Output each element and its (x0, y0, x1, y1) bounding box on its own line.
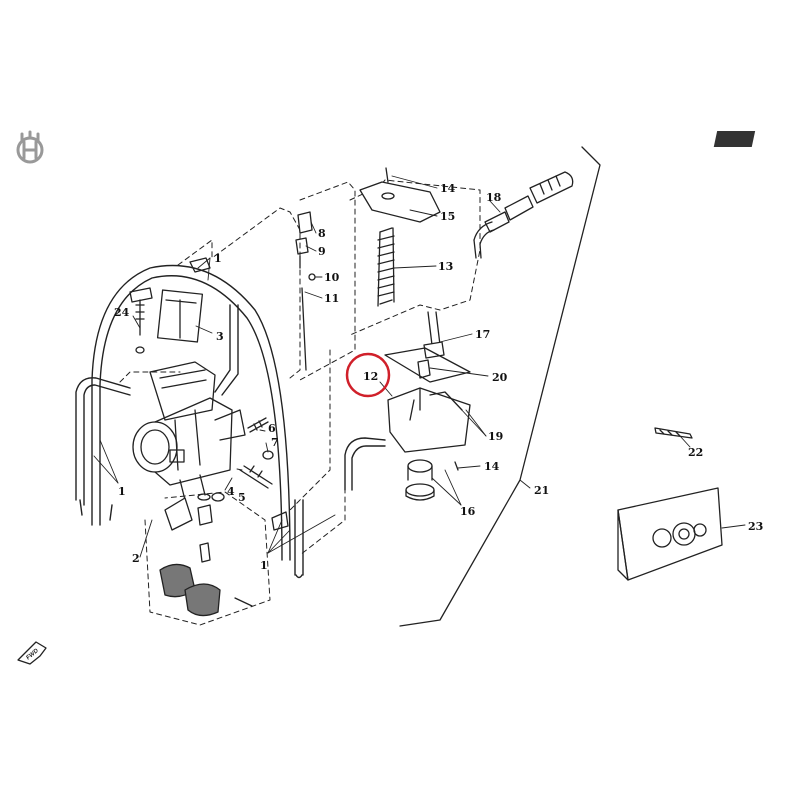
kit-boundary (399, 146, 601, 627)
callout-labels: 1 3 24 8 9 10 11 6 7 4 5 1 2 1 14 15 13 … (114, 182, 763, 572)
callout-20: 20 (492, 371, 508, 384)
softway-badge: SOFT WAY (713, 131, 780, 148)
badge-line2: WAY (762, 141, 779, 148)
callout-13: 13 (438, 260, 453, 273)
callout-12: 12 (363, 370, 378, 383)
callout-14b: 14 (484, 460, 500, 473)
callout-17: 17 (475, 328, 490, 341)
jet-parts (211, 417, 274, 502)
callout-10: 10 (324, 271, 340, 284)
callout-5: 5 (238, 491, 246, 504)
callout-11: 11 (324, 292, 339, 305)
tie-strap (654, 427, 693, 439)
callout-16: 16 (460, 505, 476, 518)
carburetor-body (132, 361, 246, 501)
callout-24: 24 (114, 306, 130, 319)
callout-6: 6 (268, 422, 276, 435)
callout-23: 23 (748, 520, 763, 533)
float-bowl (384, 311, 471, 453)
gasket-set (617, 487, 723, 581)
vent-hoses (75, 264, 386, 579)
callout-14a: 14 (440, 182, 456, 195)
callout-4: 4 (227, 485, 235, 498)
needle-parts (295, 211, 316, 371)
callout-22: 22 (688, 446, 703, 459)
highlight-circle (345, 352, 391, 398)
callout-8: 8 (318, 227, 326, 240)
brand-logo-icon (16, 130, 44, 164)
callout-3: 3 (216, 330, 224, 343)
throttle-slide (156, 289, 204, 343)
callout-1a: 1 (214, 252, 222, 265)
throttle-spring (359, 167, 441, 307)
main-jet-parts (405, 459, 459, 501)
callout-2: 2 (132, 552, 140, 565)
throttle-grip (473, 171, 574, 259)
forward-arrow-icon: FWD (17, 641, 47, 665)
air-screw (129, 287, 153, 354)
callout-9: 9 (318, 245, 326, 258)
float-assembly (159, 257, 289, 617)
callout-21: 21 (534, 484, 549, 497)
callout-1c: 1 (260, 559, 268, 572)
leader-lines (93, 175, 746, 558)
callout-7: 7 (271, 436, 279, 449)
callout-15: 15 (440, 210, 455, 223)
badge-line1: SOFT (761, 133, 780, 140)
callout-19: 19 (488, 430, 503, 443)
callout-18: 18 (486, 191, 502, 204)
callout-1b: 1 (118, 485, 126, 498)
